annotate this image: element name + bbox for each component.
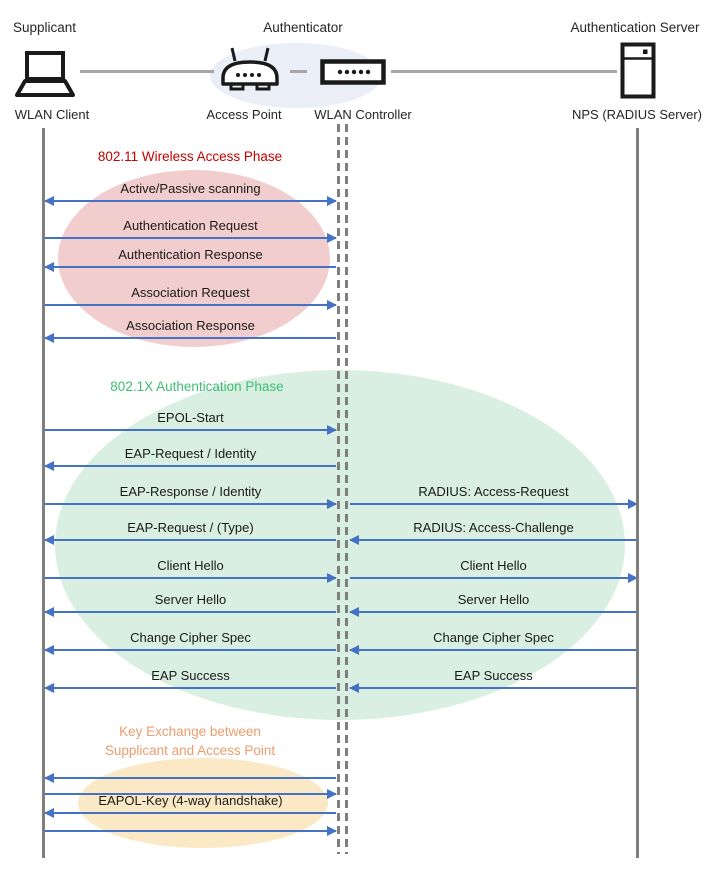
arrowhead-left-icon: [349, 683, 359, 693]
wlan-controller-icon: [320, 59, 386, 90]
arrowhead-right-icon: [327, 826, 337, 836]
arrowhead-left-icon: [349, 607, 359, 617]
phase-title-authentication: 802.1X Authentication Phase: [110, 379, 284, 394]
arrowhead-left-icon: [44, 535, 54, 545]
message-label: EPOL-Start: [157, 410, 224, 425]
wireless-access-phase-ellipse: [58, 170, 330, 347]
message-label: EAPOL-Key (4-way handshake): [98, 793, 283, 808]
arrowhead-right-icon: [327, 573, 337, 583]
phase-title-key-exchange-line2: Supplicant and Access Point: [104, 743, 276, 758]
arrowhead-left-icon: [44, 333, 54, 343]
message-arrow: [45, 337, 336, 339]
key-exchange-phase-ellipse: [78, 758, 328, 848]
message-arrow: [45, 777, 336, 779]
server-icon: [620, 42, 656, 104]
message-arrow: [45, 687, 336, 689]
connector-client-ap: [80, 70, 214, 73]
message-arrow: [350, 649, 637, 651]
arrowhead-left-icon: [349, 535, 359, 545]
message-arrow: [350, 539, 637, 541]
arrowhead-left-icon: [349, 645, 359, 655]
arrowhead-left-icon: [44, 645, 54, 655]
device-nps-radius-server: NPS (RADIUS Server): [571, 107, 703, 122]
role-authenticator: Authenticator: [263, 20, 343, 35]
message-arrow: [45, 649, 336, 651]
message-arrow: [350, 687, 637, 689]
arrowhead-left-icon: [44, 773, 54, 783]
message-label: RADIUS: Access-Request: [418, 484, 569, 499]
message-label: EAP Success: [454, 668, 533, 683]
arrowhead-left-icon: [44, 808, 54, 818]
phase-title-key-exchange-line1: Key Exchange between: [119, 724, 261, 739]
message-arrow: [350, 611, 637, 613]
message-label: EAP Success: [151, 668, 230, 683]
message-arrow: [45, 539, 336, 541]
role-authentication-server: Authentication Server: [570, 20, 700, 35]
message-label: Association Response: [126, 318, 255, 333]
message-label: Active/Passive scanning: [120, 181, 261, 196]
message-label: Server Hello: [154, 592, 227, 607]
lifeline-wlan-client: [42, 128, 45, 858]
message-label: Association Request: [131, 285, 250, 300]
message-label: Change Cipher Spec: [433, 630, 554, 645]
phase-title-key-exchange: Key Exchange between Supplicant and Acce…: [80, 722, 300, 760]
arrowhead-right-icon: [327, 233, 337, 243]
message-arrow: [45, 503, 336, 505]
message-label: EAP-Request / Identity: [124, 446, 257, 461]
message-label: RADIUS: Access-Challenge: [413, 520, 574, 535]
device-access-point: Access Point: [206, 107, 282, 122]
arrowhead-left-icon: [44, 461, 54, 471]
message-arrow: [350, 577, 637, 579]
authentication-phase-ellipse: [55, 370, 625, 720]
arrowhead-right-icon: [327, 196, 337, 206]
message-label: Change Cipher Spec: [130, 630, 251, 645]
lifeline-wlan-controller-1: [337, 124, 340, 854]
message-label: Authentication Response: [118, 247, 263, 262]
message-label: EAP-Request / (Type): [127, 520, 254, 535]
message-arrow: [45, 465, 336, 467]
message-arrow: [45, 200, 336, 202]
lifeline-wlan-controller-2: [345, 124, 348, 854]
role-supplicant: Supplicant: [13, 20, 77, 35]
lifeline-nps-server: [636, 128, 639, 858]
phase-title-wireless-access: 802.11 Wireless Access Phase: [97, 149, 283, 164]
laptop-icon: [13, 50, 77, 107]
message-label: Client Hello: [460, 558, 527, 573]
message-label: Server Hello: [457, 592, 530, 607]
message-arrow: [45, 237, 336, 239]
message-label: EAP-Response / Identity: [119, 484, 262, 499]
arrowhead-right-icon: [327, 789, 337, 799]
arrowhead-right-icon: [628, 499, 638, 509]
message-arrow: [45, 429, 336, 431]
arrowhead-left-icon: [44, 683, 54, 693]
message-label: Client Hello: [157, 558, 224, 573]
device-wlan-controller: WLAN Controller: [314, 107, 412, 122]
connector-controller-server: [391, 70, 617, 73]
arrowhead-left-icon: [44, 196, 54, 206]
arrowhead-right-icon: [327, 425, 337, 435]
arrowhead-left-icon: [44, 607, 54, 617]
message-label: Authentication Request: [123, 218, 258, 233]
message-arrow: [45, 577, 336, 579]
message-arrow: [45, 830, 336, 832]
device-wlan-client: WLAN Client: [14, 107, 90, 122]
arrowhead-right-icon: [327, 499, 337, 509]
message-arrow: [45, 812, 336, 814]
connector-ap-controller: [290, 70, 307, 73]
message-arrow: [350, 503, 637, 505]
message-arrow: [45, 304, 336, 306]
message-arrow: [45, 266, 336, 268]
arrowhead-left-icon: [44, 262, 54, 272]
message-arrow: [45, 611, 336, 613]
message-arrow: [45, 793, 336, 795]
arrowhead-right-icon: [327, 300, 337, 310]
access-point-icon: [219, 46, 281, 99]
arrowhead-right-icon: [628, 573, 638, 583]
